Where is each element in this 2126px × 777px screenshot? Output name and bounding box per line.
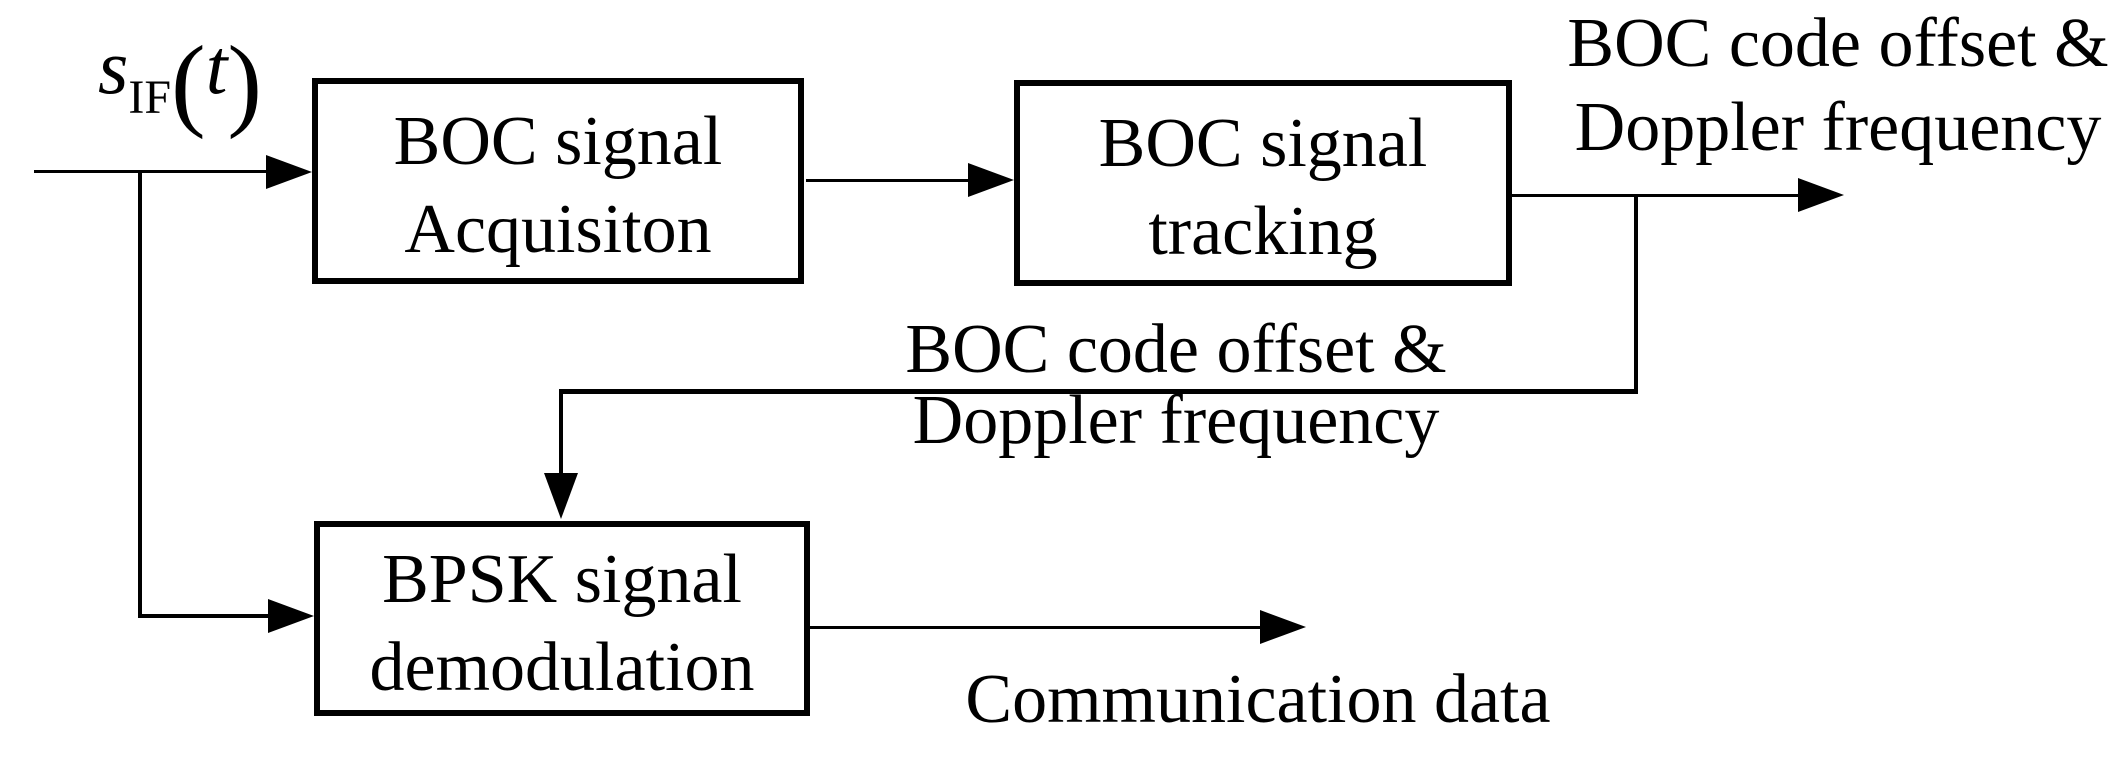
block-bpsk-demodulation-line1: BPSK signal [382, 540, 742, 618]
close-paren: ) [227, 25, 262, 140]
block-boc-acquisition: BOC signal Acquisiton [312, 78, 804, 284]
input-branch-vertical-line [138, 170, 142, 618]
arrowhead-into-demodulation-left-icon [268, 599, 314, 633]
arrowhead-tracking-output-icon [1798, 178, 1844, 212]
acquisition-to-tracking-line [806, 179, 970, 182]
input-signal-label: sIF(t) [98, 28, 262, 137]
input-line [34, 170, 268, 173]
block-boc-tracking-line2: tracking [1148, 193, 1378, 270]
communication-data-label: Communication data [965, 661, 1551, 738]
tracking-output-line [1512, 194, 1798, 197]
feedback-label-line2: Doppler frequency [912, 382, 1440, 459]
signal-argument: t [205, 23, 228, 110]
open-paren: ( [171, 25, 206, 140]
feedback-horizontal-line [559, 389, 1638, 394]
output-label-line1: BOC code offset & [1567, 5, 2109, 82]
feedback-vertical-down-line [559, 389, 563, 477]
arrowhead-communication-data-icon [1260, 610, 1306, 644]
block-boc-tracking-line1: BOC signal [1098, 105, 1428, 182]
feedback-vertical-right-line [1634, 194, 1638, 392]
demodulation-output-line [810, 626, 1260, 629]
arrowhead-into-demodulation-top-icon [544, 473, 578, 519]
block-bpsk-demodulation: BPSK signal demodulation [314, 521, 810, 716]
signal-variable: s [98, 23, 129, 110]
block-bpsk-demodulation-line2: demodulation [369, 628, 755, 706]
block-boc-acquisition-line1: BOC signal [393, 103, 723, 180]
feedback-label-line1: BOC code offset & [905, 311, 1447, 388]
block-boc-acquisition-line2: Acquisiton [404, 191, 712, 268]
arrowhead-into-acquisition-icon [266, 155, 312, 189]
output-label-line2: Doppler frequency [1574, 89, 2102, 166]
input-branch-horizontal-line [138, 614, 270, 618]
signal-subscript: IF [128, 71, 172, 124]
block-boc-tracking: BOC signal tracking [1014, 80, 1512, 286]
arrowhead-into-tracking-icon [968, 163, 1014, 197]
